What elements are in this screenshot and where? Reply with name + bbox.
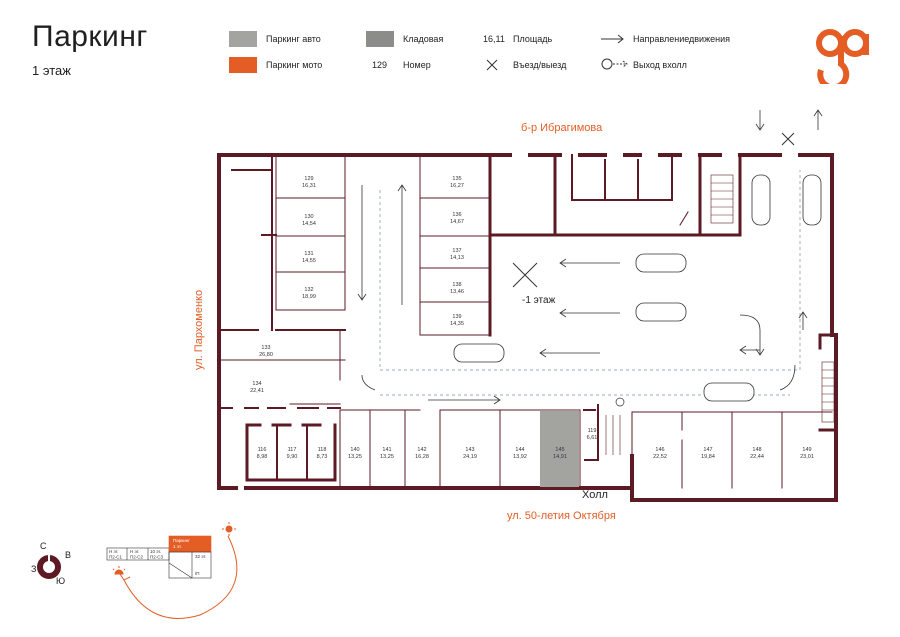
spot-area: 13,46 [450,289,464,295]
mini-cell-top: 10 эт. [150,549,161,554]
sunrise-icon [112,566,126,575]
spot-number: 117 [288,447,297,453]
spot-area: 14,55 [302,258,316,264]
spot-number: 144 [515,447,524,453]
lower-floor-label: -1 этаж [522,295,556,306]
spot-area: 26,80 [259,352,273,358]
spot-number: 143 [465,447,474,453]
spot-area: 16,27 [450,183,464,189]
spot-area: 14,13 [450,255,464,261]
spot-number: 133 [261,345,270,351]
sun-icon [222,522,236,536]
spot-number: 148 [752,447,761,453]
spot-number: 147 [703,447,712,453]
spot-number: 141 [382,447,391,453]
spot-area: 14,35 [450,321,464,327]
compass-east: В [65,550,71,560]
spot-number: 134 [252,381,261,387]
legend-car-swatch [229,31,257,47]
spot-area: 22,44 [750,454,764,460]
mini-highlight-2: 1 эт. [173,544,182,549]
spot-area: 19,84 [701,454,715,460]
street-bottom: ул. 50-летия Октября [507,510,616,522]
compass-north: С [40,541,47,551]
spot-area: 18,99 [302,294,316,300]
legend-hall-label: Выход вхолл [633,60,687,70]
spot-number: 132 [304,287,313,293]
spot-area: 8,98 [257,454,268,460]
spot-number: 129 [304,176,313,182]
spot-area: 22,41 [250,388,264,394]
spot-number: 138 [452,282,461,288]
legend-area-value: 16,11 [483,34,505,44]
legend-car-label: Паркинг авто [266,34,321,44]
spot-area: 6,61 [587,435,598,441]
spot-number: 136 [452,212,461,218]
spot-number: 145 [555,447,564,453]
spot-number: 116 [258,447,267,453]
spot-area: 13,25 [348,454,362,460]
spot-area: 22,52 [653,454,667,460]
spot-area: 9,90 [287,454,298,460]
street-top: б-р Ибрагимова [521,122,603,134]
mini-highlight-1: Паркинг [173,538,190,543]
legend-storage-label: Кладовая [403,34,444,44]
mini-cell-top: Н эт. [109,549,119,554]
spot-number: 130 [304,214,313,220]
legend-moto-label: Паркинг мото [266,60,323,70]
spot-area: 13,92 [513,454,527,460]
hall-label: Холл [582,489,608,501]
spot-number: 140 [350,447,359,453]
legend-storage-swatch [366,31,394,47]
spot-number: 139 [452,314,461,320]
spot-area: 14,67 [450,219,464,225]
mini-lower-label: /П [195,571,200,576]
spot-number: 135 [452,176,461,182]
floor-label: 1 этаж [32,63,71,78]
compass-south: Ю [56,576,65,586]
spot-area: 16,31 [302,183,316,189]
spot-area: 23,01 [800,454,814,460]
spot-area: 16,28 [415,454,429,460]
spot-number: 118 [318,447,327,453]
legend-number-label: Номер [403,60,431,70]
spot-number: 137 [452,248,461,254]
spot-area: 8,73 [317,454,328,460]
legend-area-label: Площадь [513,34,553,44]
legend-number-value: 129 [372,60,388,70]
mini-cell-bottom: П2-С2 [130,555,143,560]
mini-floors-label: 32 эт. [195,554,206,559]
mini-cell-bottom: П2-С3 [150,555,163,560]
spot-number: 131 [304,251,313,257]
storage-cell [540,411,579,487]
spot-area: 14,91 [553,454,567,460]
car-icon [453,174,822,402]
mini-cell-top: Н эт. [130,549,140,554]
legend-entry-label: Въезд/выезд [513,60,567,70]
spot-area: 13,25 [380,454,394,460]
spot-area: 24,19 [463,454,477,460]
mini-cell-bottom: П2-С1 [109,555,122,560]
arrow-right-icon [600,32,626,44]
legend-direction-label: Направлениедвижения [633,34,730,44]
spot-number: 119 [588,428,597,434]
spot-number: 149 [802,447,811,453]
legend-moto-swatch [229,57,257,73]
cross-icon [485,58,499,72]
page-title: Паркинг [32,20,148,53]
spot-number: 142 [417,447,426,453]
compass-west: З [31,564,36,574]
hall-exit-icon [600,57,630,71]
spot-area: 14,54 [302,221,316,227]
spot-number: 146 [655,447,664,453]
